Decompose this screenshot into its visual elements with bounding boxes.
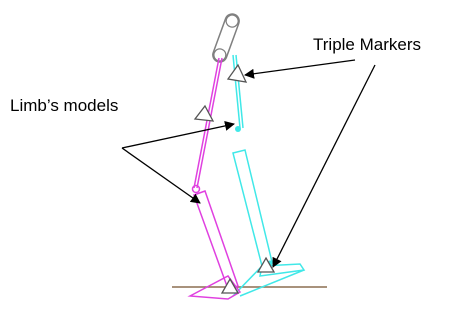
magenta-knee-joint: [191, 184, 201, 194]
arrow-limb-to-knee: [121, 147, 201, 204]
left-limb-model: [187, 57, 242, 300]
triple-markers-label: Triple Markers: [313, 35, 421, 54]
right-limb-model: [232, 54, 306, 297]
marker-ankle-left: [220, 277, 240, 294]
triple-marker-set: [193, 63, 276, 294]
arrow-limb-to-thigh: [121, 120, 235, 149]
limbs-models-label: Limb’s models: [10, 96, 119, 115]
pelvis-capsule: [212, 13, 240, 63]
marker-foot: [256, 256, 276, 273]
marker-thigh-right: [226, 63, 248, 83]
annotation-arrows: [121, 59, 376, 268]
arrow-triple-to-thigh: [244, 59, 356, 79]
marker-thigh-left: [193, 104, 215, 122]
cyan-knee-joint: [235, 126, 241, 132]
arrow-triple-to-foot: [272, 64, 376, 268]
